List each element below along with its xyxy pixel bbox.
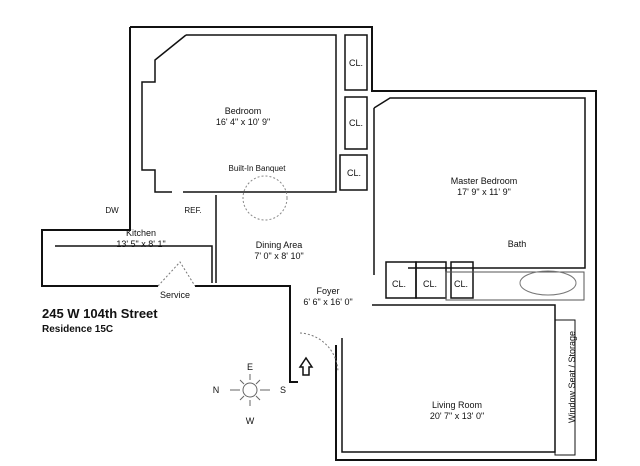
room-name: Kitchen: [125, 228, 157, 238]
room-name: Living Room: [431, 400, 483, 410]
room-name: Bath: [507, 239, 527, 249]
exterior-wall: [130, 26, 597, 461]
refrigerator-label: REF.: [184, 206, 202, 215]
room-size: 13' 5" x 8' 1": [116, 239, 166, 249]
compass-icon: [230, 374, 270, 406]
closet-label: CL.: [391, 279, 407, 289]
compass-north: N: [212, 385, 220, 395]
built-in-banquet-label: Built-In Banquet: [228, 164, 286, 173]
room-name: Dining Area: [255, 240, 303, 250]
compass-west: W: [245, 416, 255, 426]
room-name: Master Bedroom: [450, 176, 518, 186]
exterior-wall-west: [41, 27, 158, 287]
closet-label: CL.: [348, 118, 364, 128]
dishwasher-label: DW: [105, 206, 119, 215]
closet-label: CL.: [346, 168, 362, 178]
window-seat-label: Window Seat / Storage: [567, 330, 577, 424]
room-size: 6' 6" x 16' 0": [303, 297, 353, 307]
room-size: 16' 4" x 10' 9": [215, 117, 271, 127]
closet-label: CL.: [348, 58, 364, 68]
compass-south: S: [279, 385, 287, 395]
room-size: 17' 9" x 11' 9": [457, 187, 511, 197]
closet-label: CL.: [422, 279, 438, 289]
address-title: 245 W 104th Street: [42, 306, 158, 321]
entrance-arrow-icon: [298, 356, 314, 376]
compass-east: E: [246, 362, 254, 372]
service-door-label: Service: [159, 290, 191, 300]
room-size: 7' 0" x 8' 10": [254, 251, 304, 261]
room-name: Foyer: [316, 286, 340, 296]
room-size: 20' 7" x 13' 0": [429, 411, 485, 421]
foyer-wall: [195, 285, 298, 383]
residence-subtitle: Residence 15C: [42, 324, 114, 335]
room-name: Bedroom: [224, 106, 262, 116]
room-bath: Bath: [508, 239, 527, 250]
closet-label: CL.: [453, 279, 469, 289]
